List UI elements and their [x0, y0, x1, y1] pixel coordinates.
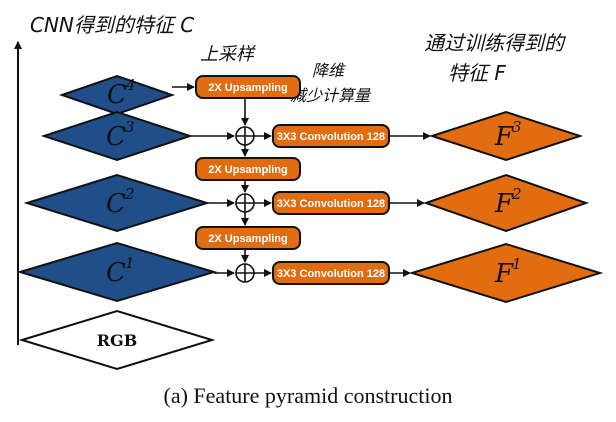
upsample-box-bottom: 2X Upsampling	[195, 226, 301, 250]
upsample-box-mid: 2X Upsampling	[195, 157, 301, 181]
node-c2-label: C	[106, 189, 126, 219]
sum-node-bottom	[235, 263, 255, 283]
node-f3: F 3	[428, 110, 584, 162]
sum-node-mid	[235, 193, 255, 213]
upsample-box-bottom-label: 2X Upsampling	[208, 233, 287, 245]
annotation-cnn-features: CNN得到的特征 C	[30, 13, 194, 37]
annotation-reduce-dim: 降维	[312, 61, 346, 80]
node-c1-sup: 1	[125, 254, 135, 272]
node-f3-sup: 3	[512, 118, 522, 136]
annotation-feature-f: 特征 F	[448, 61, 506, 85]
upsample-box-top: 2X Upsampling	[195, 75, 301, 99]
node-c4-label: C	[107, 80, 127, 110]
node-rgb: RGB	[18, 309, 216, 371]
conv-box-mid: 3X3 Convolution 128	[272, 191, 390, 215]
node-f2: F 2	[422, 173, 590, 233]
sum-node-top	[235, 126, 255, 146]
node-c1: C 1	[16, 241, 218, 303]
node-f2-sup: 2	[511, 185, 522, 203]
node-c4-sup: 4	[125, 76, 136, 94]
node-c3: C 3	[40, 110, 194, 162]
annotation-reduce-compute: 减少计算量	[290, 86, 372, 105]
upsample-box-mid-label: 2X Upsampling	[208, 164, 287, 176]
node-f3-label: F	[494, 122, 514, 152]
node-c4: C 4	[58, 74, 176, 116]
node-f2-label: F	[494, 189, 514, 219]
upsample-box-top-label: 2X Upsampling	[208, 82, 287, 94]
conv-box-bottom-label: 3X3 Convolution 128	[277, 268, 385, 280]
annotation-upsample: 上采样	[200, 44, 256, 65]
node-c3-label: C	[106, 122, 126, 152]
conv-box-mid-label: 3X3 Convolution 128	[277, 198, 385, 210]
connector-arrows	[172, 83, 431, 277]
node-f1-sup: 1	[512, 255, 522, 273]
node-c3-sup: 3	[125, 118, 135, 136]
node-f1-label: F	[494, 259, 514, 289]
annotation-trained-features: 通过训练得到的	[424, 31, 566, 55]
node-c1-label: C	[106, 258, 126, 288]
conv-box-top: 3X3 Convolution 128	[272, 124, 390, 148]
node-rgb-label: RGB	[97, 331, 137, 350]
node-c2-sup: 2	[124, 185, 135, 203]
conv-box-top-label: 3X3 Convolution 128	[277, 131, 385, 143]
conv-box-bottom: 3X3 Convolution 128	[272, 261, 390, 285]
figure-caption: (a) Feature pyramid construction	[163, 383, 453, 408]
node-c2: C 2	[23, 173, 211, 233]
node-f1: F 1	[408, 242, 604, 304]
